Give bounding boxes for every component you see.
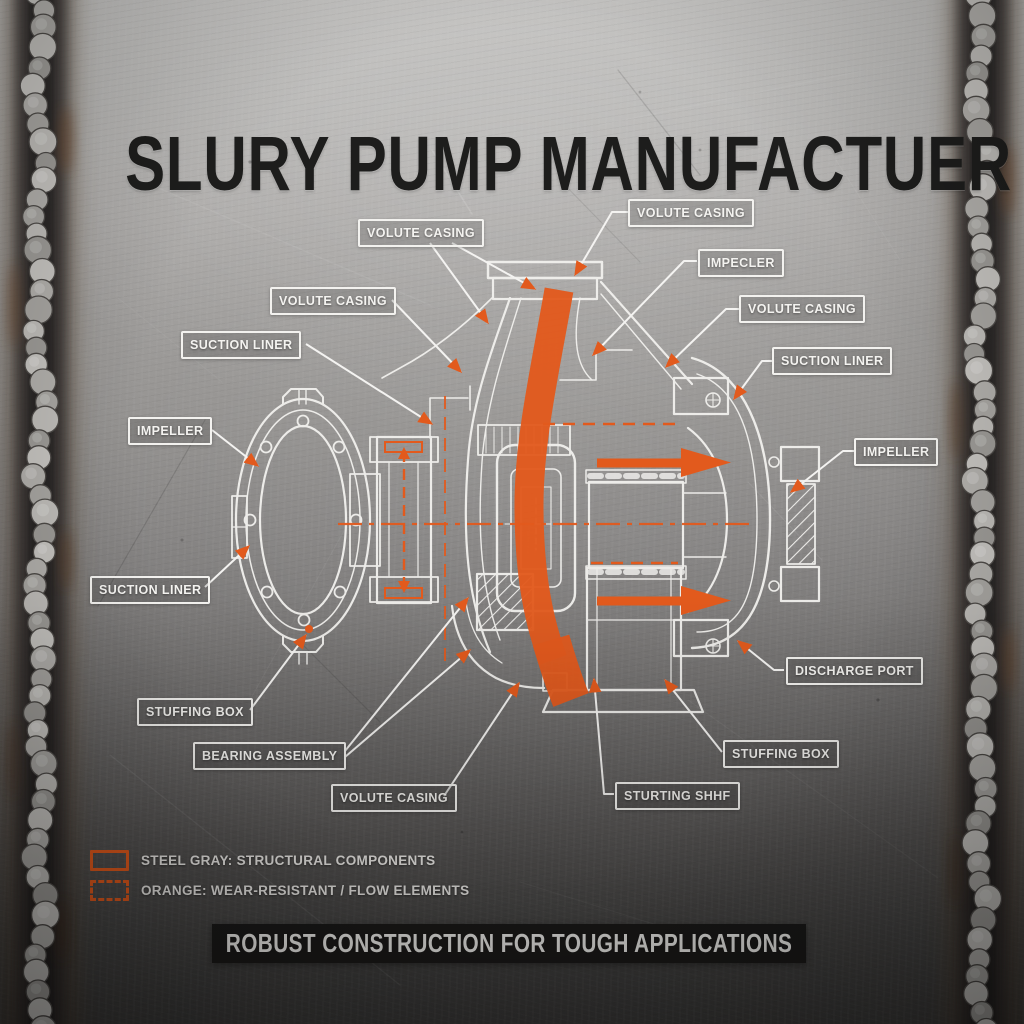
volute-casing-right (672, 356, 772, 658)
label-suction-liner-left: SUCTION LINER (181, 331, 302, 359)
label-stuffing-box-left: STUFFING BOX (137, 698, 253, 726)
legend-item-orange: ORANGE: WEAR-RESISTANT / FLOW ELEMENTS (90, 880, 469, 901)
legend-swatch-dashed (90, 880, 129, 901)
label-impeller-right: IMPELLER (854, 438, 939, 466)
flow-arrow-upper (597, 448, 731, 477)
leader-lines (204, 211, 854, 797)
bearing-block (369, 385, 471, 605)
base-assembly (450, 566, 705, 714)
footer-banner: ROBUST CONSTRUCTION FOR TOUGH APPLICATIO… (212, 924, 806, 963)
legend-item-steel-gray: STEEL GRAY: STRUCTURAL COMPONENTS (90, 850, 435, 871)
suction-liner-right (768, 445, 821, 603)
centerline-arrow-down (398, 581, 410, 593)
legend-text: STEEL GRAY: STRUCTURAL COMPONENTS (141, 853, 436, 868)
flow-elements (305, 287, 752, 707)
weld-seam-right (946, 0, 1020, 1024)
flow-band-outlet (532, 634, 589, 707)
label-volute-casing-top-right: VOLUTE CASING (628, 199, 754, 227)
label-volute-casing-right: VOLUTE CASING (739, 295, 865, 323)
label-impeller-upper-right: IMPECLER (698, 249, 784, 277)
label-stuffing-box-right: STUFFING BOX (723, 740, 839, 768)
neck (349, 473, 381, 567)
weld-seam-left (4, 0, 78, 1024)
label-discharge-port: DISCHARGE PORT (786, 657, 923, 685)
banner-text: ROBUST CONSTRUCTION FOR TOUGH APPLICATIO… (225, 928, 793, 958)
label-volute-casing-upper-left: VOLUTE CASING (270, 287, 396, 315)
label-suction-liner-lower-left: SUCTION LINER (90, 576, 211, 604)
bolt-mark (305, 625, 313, 633)
legend-swatch-solid (90, 850, 129, 871)
label-bearing-assembly: BEARING ASSEMBLY (193, 742, 347, 770)
centerlines (338, 396, 752, 664)
centerline-arrow-up (398, 447, 410, 459)
label-volute-casing-top: VOLUTE CASING (358, 219, 484, 247)
label-volute-casing-bottom: VOLUTE CASING (331, 784, 457, 812)
label-impeller-left: IMPELLER (128, 417, 213, 445)
label-suction-liner-right: SUCTION LINER (772, 347, 893, 375)
legend-text: ORANGE: WEAR-RESISTANT / FLOW ELEMENTS (141, 883, 470, 898)
label-sturting-shhf: STURTING SHHF (615, 782, 740, 810)
flow-band (514, 287, 574, 666)
page-title: SLURY PUMP MANUFACTUER (125, 120, 1013, 207)
scratches (97, 61, 939, 986)
flow-arrow-lower (597, 586, 731, 615)
